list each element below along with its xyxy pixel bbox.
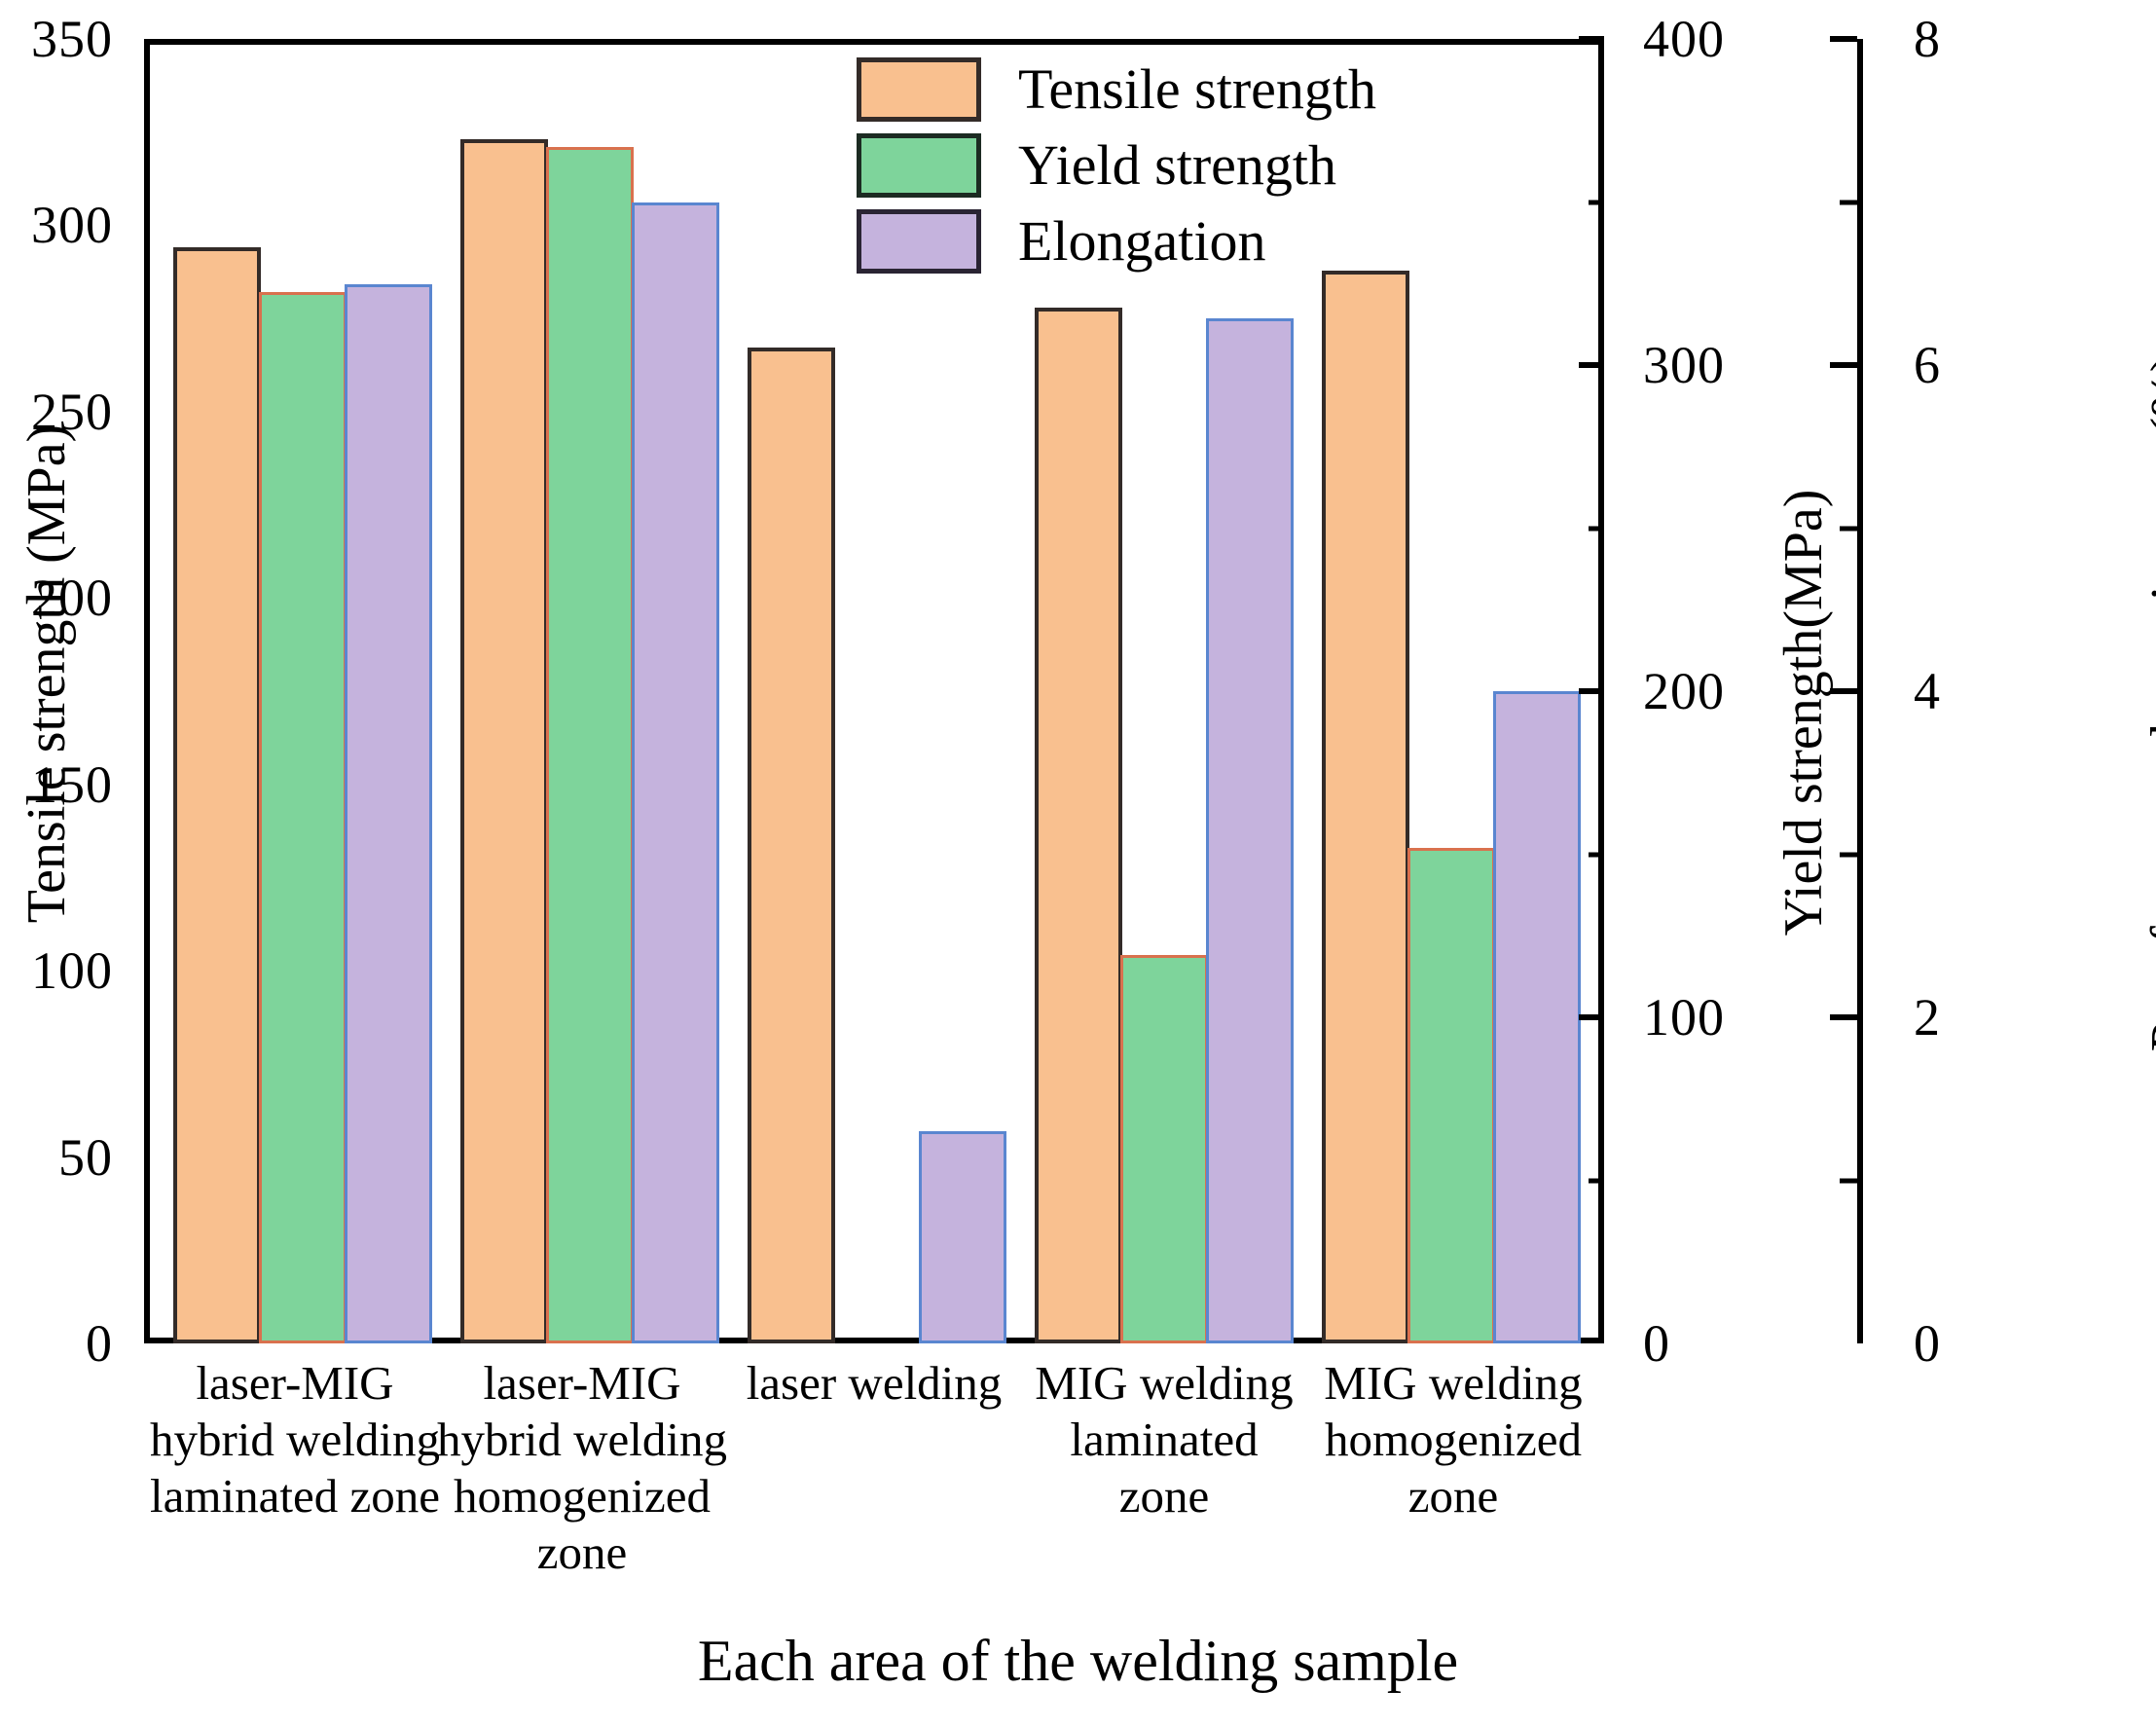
bar-tensile-strength [1322,271,1409,1343]
right-axis-yield-tick-mark [1579,362,1604,368]
bar-tensile-strength [1035,308,1122,1343]
bar-tensile-strength [460,139,548,1343]
x-axis-category-line: laser-MIG [483,1356,681,1410]
x-axis-category-line: homogenized [454,1469,711,1523]
bar-elongation [1493,691,1581,1343]
x-axis-categories: laser-MIG hybrid welding laminated zone … [144,1355,1604,1608]
legend-item-yield-strength: Yield strength [857,129,1480,201]
right-axis-elongation-tick-label: 6 [1914,336,1940,394]
legend-label: Yield strength [1018,132,1337,197]
legend-swatch-yield-strength [857,132,981,198]
legend-label: Elongation [1018,208,1266,273]
x-axis-category-line: homogenized [1325,1413,1582,1466]
x-axis-category-line: hybrid welding [436,1413,728,1466]
left-axis-tick-label: 150 [31,755,113,814]
right-axis-elongation-tick-mark [1840,526,1857,532]
chart-legend: Tensile strength Yield strength Elongati… [857,54,1480,281]
bar-group [460,39,719,1343]
right-axis-elongation-tick-mark [1840,852,1857,858]
right-axis-elongation-tick-mark [1830,688,1857,694]
bar-group [1322,39,1581,1343]
bar-elongation [345,284,432,1343]
left-axis-tick-label: 50 [58,1128,113,1187]
bar-elongation [1206,318,1294,1343]
bar-elongation [919,1131,1006,1343]
left-axis-title: Tensile strength (MPa) [17,423,77,924]
right-axis-elongation: 8 6 4 2 0 [1830,0,2149,1382]
left-axis-tick-label: 0 [86,1314,113,1373]
legend-item-tensile-strength: Tensile strength [857,54,1480,125]
right-axis-yield-tick-label: 300 [1643,336,1725,394]
x-axis-category-label: MIG welding laminated zone [1018,1355,1310,1524]
x-axis-category-line: MIG welding [1324,1356,1583,1410]
bar-yield-strength [546,147,634,1343]
left-axis-tick-label: 200 [31,569,113,627]
right-axis-elongation-tick-label: 4 [1914,662,1940,720]
right-axis-elongation-tick-label: 2 [1914,988,1940,1047]
right-axis-elongation-tick-mark [1840,200,1857,205]
right-axis-yield-tick-mark [1589,526,1604,532]
right-axis-yield-tick-label: 200 [1643,662,1725,720]
x-axis-category-label: MIG welding homogenized zone [1302,1355,1604,1524]
left-axis-tick-label: 350 [31,10,113,68]
right-axis-elongation-title: Post fracture elongation rate(%) [2140,353,2156,1052]
right-axis-elongation-line [1857,39,1863,1343]
bar-tensile-strength [173,247,261,1343]
right-axis-yield: 400 300 200 100 0 [1579,0,1779,1382]
x-axis-category-line: zone [536,1525,628,1579]
x-axis-category-line: laminated zone [150,1469,440,1523]
right-axis-yield-tick-label: 400 [1643,10,1725,68]
x-axis-title: Each area of the welding sample [697,1629,1459,1693]
right-axis-yield-tick-label: 100 [1643,988,1725,1047]
x-axis-category-line: hybrid welding [149,1413,441,1466]
right-axis-yield-tick-mark [1579,36,1604,42]
bars-layer [144,39,1604,1343]
right-axis-elongation-tick-mark [1830,36,1857,42]
right-axis-yield-title: Yield strength(MPa) [1773,489,1834,936]
x-axis-category-label: laser-MIG hybrid welding homogenized zon… [436,1355,728,1581]
x-axis-category-line: MIG welding [1035,1356,1294,1410]
x-axis-category-line: laminated [1070,1413,1259,1466]
x-axis-category-line: zone [1407,1469,1499,1523]
right-axis-yield-tick-label: 0 [1643,1314,1670,1373]
bar-group [173,39,432,1343]
bar-elongation [632,202,719,1343]
right-axis-elongation-tick-mark [1840,1178,1857,1184]
x-axis-category-line: laser welding [746,1356,1003,1410]
legend-swatch-elongation [857,208,981,274]
right-axis-yield-tick-mark [1579,688,1604,694]
legend-label: Tensile strength [1018,56,1377,121]
right-axis-elongation-tick-label: 8 [1914,10,1940,68]
x-axis-category-label: laser welding [728,1355,1020,1412]
x-axis-category-label: laser-MIG hybrid welding laminated zone [144,1355,446,1524]
right-axis-yield-tick-mark [1589,1178,1604,1184]
bar-yield-strength [1120,955,1208,1343]
legend-swatch-tensile-strength [857,56,981,122]
right-axis-yield-tick-mark [1589,852,1604,858]
bar-yield-strength [259,292,347,1343]
bar-group [748,39,1006,1343]
left-axis-tick-label: 300 [31,196,113,254]
x-axis-category-line: laser-MIG [196,1356,394,1410]
right-axis-yield-tick-mark [1589,200,1604,205]
right-axis-yield-tick-mark [1579,1014,1604,1020]
bar-tensile-strength [748,348,835,1343]
right-axis-elongation-tick-label: 0 [1914,1314,1940,1373]
right-axis-elongation-tick-mark [1830,1014,1857,1020]
bar-yield-strength [1407,848,1495,1343]
left-axis-tick-label: 250 [31,383,113,441]
bar-group [1035,39,1294,1343]
right-axis-elongation-tick-mark [1830,362,1857,368]
left-axis-tick-label: 100 [31,941,113,1000]
x-axis-category-line: zone [1118,1469,1210,1523]
legend-item-elongation: Elongation [857,205,1480,276]
